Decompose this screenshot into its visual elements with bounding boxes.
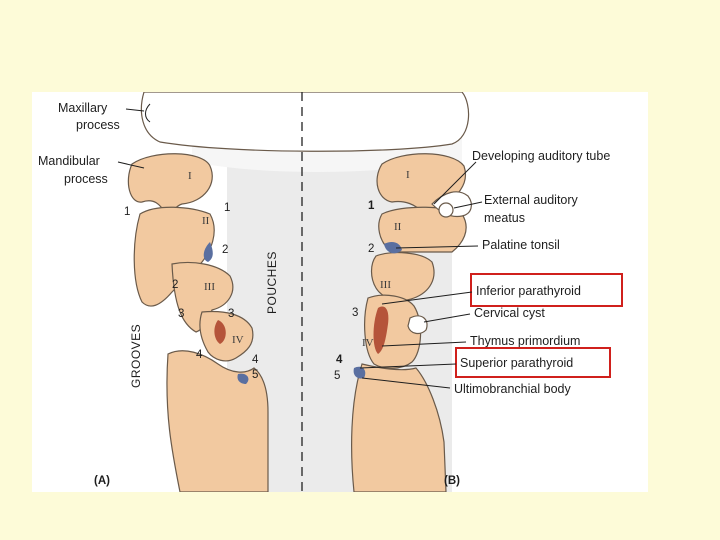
panel-b-cervical-cyst [407,315,428,335]
maxillary-curve [145,103,151,123]
panel-b-num-4: 4 [336,354,343,366]
panel-a-groove-2: 2 [172,279,178,291]
auditory-tube-label: Developing auditory tube [472,149,610,163]
superior-parathyroid-leader [359,363,457,369]
panel-a-groove-1: 1 [124,206,130,218]
panel-b-ultimobranchial [353,366,366,379]
panel-b-arch-label-2: II [394,221,402,233]
panel-b-num-1: 1 [368,200,375,212]
mandibular-leader [117,161,145,169]
panel-a-pouch-5 [237,373,249,384]
maxillary-leader [125,108,145,112]
panel-a-arch-label-2: II [202,215,210,227]
panel-a-pouch-3 [214,320,226,344]
panel-a-pouch-num-2: 2 [222,244,228,256]
external-meatus-leader [453,201,483,209]
maxillary-process-shape [140,92,470,152]
palatine-tonsil-label: Palatine tonsil [482,238,560,252]
panel-a-arch-3 [171,261,234,333]
auditory-tube-leader [433,161,477,205]
thymus-primordium-label: Thymus primordium [470,334,580,348]
external-meatus-line1: External auditory [484,193,579,207]
grooves-label: GROOVES [129,324,143,388]
panel-a-arch-label-4: IV [232,334,244,346]
embryology-figure: I II III IV I II III IV 1 1 2 2 3 3 4 4 … [32,92,648,492]
cervical-cyst-label: Cervical cyst [474,306,545,320]
panel-a-pouch-num-5: 5 [252,369,258,381]
mandibular-label-line1: Mandibular [38,154,100,168]
pouches-label: POUCHES [265,251,279,314]
ultimobranchial-label: Ultimobranchial body [454,382,571,396]
panel-a-arch-1 [127,153,213,215]
panel-a-groove-3: 3 [178,308,184,320]
maxillary-label-line1: Maxillary [58,101,108,115]
panel-a-pouch-num-4: 4 [252,354,259,366]
superior-parathyroid-highlight [455,347,611,378]
panel-a-pouch-num-1: 1 [224,202,230,214]
panel-b-arch-label-1: I [406,169,410,181]
panel-a-pouch-num-3: 3 [228,308,234,320]
panel-b-tonsil [384,242,402,254]
panel-b-arch-3 [370,252,435,301]
panel-b-num-3: 3 [352,307,358,319]
thymus-primordium-leader [381,341,467,347]
panel-a-groove-4: 4 [196,349,203,361]
inferior-parathyroid-label: Inferior parathyroid [476,284,581,298]
panel-a-label: (A) [94,475,110,487]
panel-a-arch-4 [199,310,254,362]
mandibular-label-line2: process [64,172,108,186]
pharyngeal-arches-diagram: I II III IV I II III IV 1 1 2 2 3 3 4 4 … [38,92,623,492]
panel-a-neck [166,350,269,492]
superior-parathyroid-label: Superior parathyroid [460,356,573,370]
panel-b-external-meatus [438,202,454,218]
cervical-cyst-leader [423,313,471,323]
panel-b-neck [351,363,447,492]
inferior-parathyroid-highlight [470,273,623,307]
panel-a-arch-label-3: III [204,281,215,293]
panel-b-arch-label-4: IV [362,337,374,349]
inferior-parathyroid-leader [381,291,473,305]
external-meatus-line2: meatus [484,211,525,225]
panel-a-arch-label-1: I [188,170,192,182]
panel-b-thymus [373,306,389,354]
panel-b-num-2: 2 [368,243,374,255]
panel-a-pouch-2 [203,242,213,262]
panel-b-num-5: 5 [334,370,340,382]
panel-b-label: (B) [444,475,460,487]
palatine-tonsil-leader [395,245,479,249]
panel-b-arch-2 [378,206,467,253]
ultimobranchial-leader [361,377,451,389]
panel-b-arch-label-3: III [380,279,391,291]
maxillary-label-line2: process [76,118,120,132]
